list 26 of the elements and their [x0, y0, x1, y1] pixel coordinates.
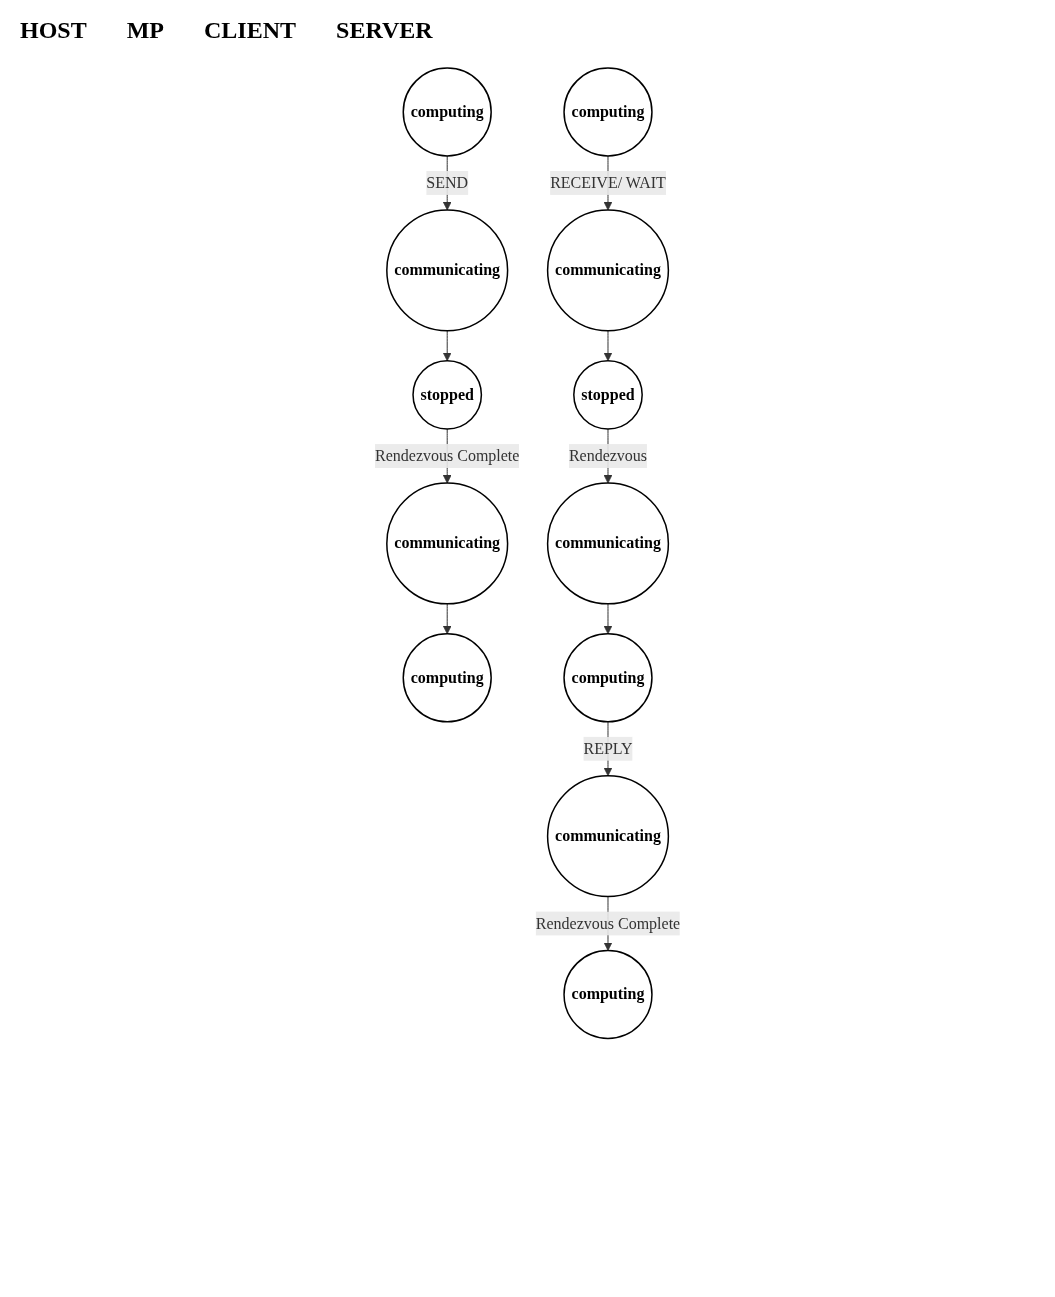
section-label: HOST: [20, 16, 87, 44]
node-circle: communicating: [385, 209, 509, 332]
edge-label: RECEIVE/ WAIT: [550, 173, 666, 191]
node-circle: communicating: [546, 775, 669, 898]
arrow: [442, 330, 452, 362]
arrow: [442, 603, 452, 635]
node-circle: computing: [563, 67, 653, 157]
arrow: [603, 603, 613, 635]
node-circle: stopped: [572, 359, 643, 430]
arrow: [603, 330, 613, 362]
edge-label: Rendezvous: [568, 447, 647, 465]
node-circle: computing: [563, 633, 653, 723]
edge-label: REPLY: [583, 739, 633, 757]
edge-label: Rendezvous Complete: [535, 914, 681, 932]
node-circle: stopped: [412, 359, 483, 430]
node-circle: communicating: [546, 482, 669, 605]
edge-label: Rendezvous Complete: [374, 447, 520, 465]
node-circle: communicating: [546, 209, 669, 332]
node-circle: computing: [563, 949, 653, 1040]
node-circle: computing: [402, 67, 492, 157]
section-label: SERVER: [336, 16, 433, 44]
edge-label: SEND: [426, 173, 468, 191]
section-label: CLIENT: [204, 16, 297, 44]
node-circle: computing: [402, 633, 492, 723]
node-circle: communicating: [385, 482, 509, 605]
section-label: MP: [126, 16, 164, 44]
